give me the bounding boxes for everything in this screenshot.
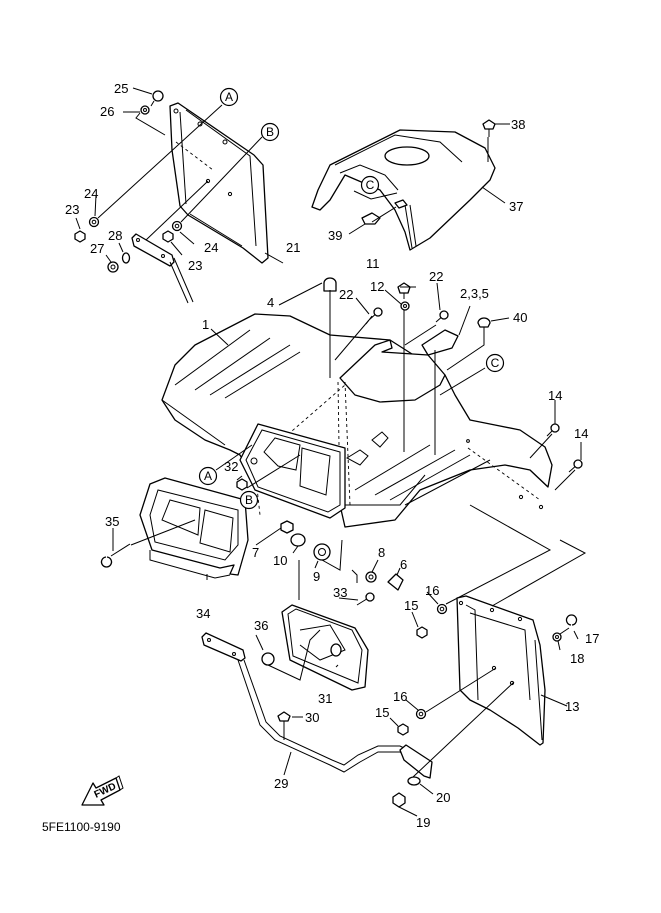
svg-text:A: A <box>204 469 212 483</box>
svg-text:B: B <box>245 493 253 507</box>
callout-38: 38 <box>511 117 525 132</box>
callout-26: 26 <box>100 104 114 119</box>
part-13-mud-flap <box>456 595 546 746</box>
callout-25: 25 <box>114 81 128 96</box>
leaders-main <box>112 282 587 817</box>
svg-text:C: C <box>366 178 375 192</box>
callout-35: 35 <box>105 514 119 529</box>
callout-40: 40 <box>513 310 527 325</box>
callout-14: 14 <box>548 388 562 403</box>
callout-9: 9 <box>313 569 320 584</box>
ref-marker-C-main: C <box>485 353 505 373</box>
callout-18: 18 <box>570 651 584 666</box>
callout-24: 24 <box>204 240 218 255</box>
fasteners-37 <box>361 119 496 225</box>
callout-29: 29 <box>274 776 288 791</box>
callout-8: 8 <box>378 545 385 560</box>
part-21-mud-flap <box>169 102 269 264</box>
callout-32: 32 <box>224 459 238 474</box>
callout-27: 27 <box>90 241 104 256</box>
fasteners-top-left <box>74 90 183 273</box>
callout-23: 23 <box>65 202 79 217</box>
callout-33: 33 <box>333 585 347 600</box>
stay-bracket-top <box>131 233 194 304</box>
callout-12: 12 <box>370 279 384 294</box>
callout-30: 30 <box>305 710 319 725</box>
part-37-tank-cover <box>311 129 496 251</box>
callout-22: 22 <box>429 269 443 284</box>
callout-21: 21 <box>286 240 300 255</box>
svg-text:A: A <box>225 90 233 104</box>
ref-marker-A-main: A <box>198 466 218 486</box>
callout-19: 19 <box>416 815 430 830</box>
leaders-top-left <box>75 87 284 264</box>
part-34-headlight-cover <box>139 477 249 579</box>
ref-marker-A-top: A <box>219 87 239 107</box>
callout-16: 16 <box>393 689 407 704</box>
callout-15: 15 <box>404 598 418 613</box>
svg-text:B: B <box>266 125 274 139</box>
svg-text:C: C <box>491 356 500 370</box>
callout-1: 1 <box>202 317 209 332</box>
callout-11: 11 <box>366 256 380 271</box>
ref-marker-B-main: B <box>239 490 259 510</box>
callout-6: 6 <box>400 557 407 572</box>
headlight-housing <box>239 423 346 519</box>
callout-22: 22 <box>339 287 353 302</box>
callout-31: 31 <box>318 691 332 706</box>
ref-marker-C-top: C <box>360 175 380 195</box>
callout-10: 10 <box>273 553 287 568</box>
callout-15: 15 <box>375 705 389 720</box>
fasteners-center <box>100 277 583 591</box>
callout-13: 13 <box>565 699 579 714</box>
callout-39: 39 <box>328 228 342 243</box>
callout-16: 16 <box>425 583 439 598</box>
callout-34: 34 <box>196 606 210 621</box>
fasteners-13 <box>392 603 578 808</box>
callout-4: 4 <box>267 295 274 310</box>
drawing-code: 5FE1100-9190 <box>42 820 121 834</box>
part-29-stay <box>201 632 433 779</box>
callout-20: 20 <box>436 790 450 805</box>
leaders-37 <box>348 123 510 235</box>
ref-marker-B-top: B <box>260 122 280 142</box>
callout-24: 24 <box>84 186 98 201</box>
callout-17: 17 <box>585 631 599 646</box>
callout-37: 37 <box>509 199 523 214</box>
callout-2-3-5: 2,3,5 <box>460 286 489 301</box>
callout-28: 28 <box>108 228 122 243</box>
callout-7: 7 <box>252 545 259 560</box>
callout-23: 23 <box>188 258 202 273</box>
part-31-tool-box <box>261 592 375 691</box>
callout-14: 14 <box>574 426 588 441</box>
callout-36: 36 <box>254 618 268 633</box>
forward-direction-arrow-icon: FWD <box>81 775 124 806</box>
